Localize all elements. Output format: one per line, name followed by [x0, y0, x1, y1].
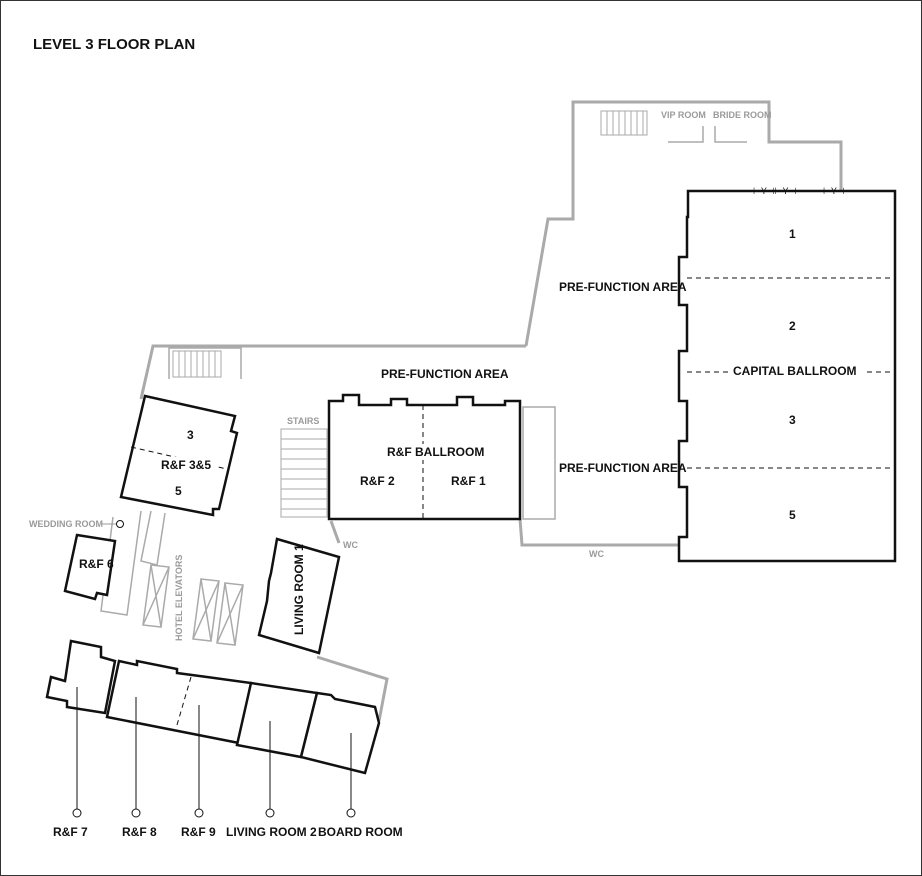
- callout-label-rf8: R&F 8: [122, 825, 157, 839]
- callout-pin-rf7: [72, 808, 82, 818]
- rf-ballroom-label-bg: [385, 444, 473, 460]
- rf35-label: R&F 3&5: [161, 458, 211, 472]
- rf2-label: R&F 2: [360, 474, 395, 488]
- svg-text:⊢Y⊣: ⊢Y⊣: [823, 186, 845, 196]
- rf1-label: R&F 1: [451, 474, 486, 488]
- capital-ballroom-label: CAPITAL BALLROOM: [733, 364, 857, 378]
- vip-room-label: VIP ROOM: [661, 110, 706, 120]
- vip-room-wall: [668, 126, 704, 143]
- rf-6-room[interactable]: [63, 533, 117, 601]
- svg-text:⊢Y⊣⊢Y⊣: ⊢Y⊣⊢Y⊣: [753, 186, 797, 196]
- callout-pin-rf8: [131, 808, 141, 818]
- wc-wall: [329, 520, 341, 544]
- wedding-room-label: WEDDING ROOM: [29, 519, 103, 529]
- callout-pin-living-room-2: [265, 808, 275, 818]
- capital-section-1: 1: [789, 227, 796, 241]
- pre-function-top-label: PRE-FUNCTION AREA: [559, 280, 687, 294]
- rf-8-9-room[interactable]: [105, 659, 253, 745]
- capital-section-2: 2: [789, 319, 796, 333]
- bride-room-label: BRIDE ROOM: [713, 110, 772, 120]
- stairs-label: STAIRS: [287, 416, 319, 426]
- corridor-top-wall: [139, 344, 526, 400]
- shaft-wall-right: [140, 510, 166, 566]
- top-stairs: [172, 350, 222, 378]
- rf35-section-5: 5: [175, 484, 182, 498]
- vip-stairs: [600, 110, 648, 136]
- lower-corridor-wall: [316, 655, 389, 722]
- capital-doors: ⊢Y⊣⊢Y⊣ ⊢Y⊣: [753, 186, 845, 196]
- rf-3-5-room[interactable]: [119, 394, 239, 517]
- wc-center-label: WC: [343, 540, 358, 550]
- capital-section-3: 3: [789, 413, 796, 427]
- plan-title: LEVEL 3 FLOOR PLAN: [33, 36, 195, 53]
- rf35-section-3: 3: [187, 428, 194, 442]
- prefunction-kiosk: [522, 406, 556, 520]
- callout-pin-rf9: [194, 808, 204, 818]
- callout-label-living-room-2: LIVING ROOM 2: [226, 825, 317, 839]
- elevator-shafts: [142, 564, 244, 646]
- pre-function-center-label: PRE-FUNCTION AREA: [381, 367, 509, 381]
- bride-room-wall: [714, 126, 747, 143]
- rf-7-room[interactable]: [45, 639, 117, 715]
- wc-right-label: WC: [589, 549, 604, 559]
- center-stairs: [280, 428, 328, 518]
- callout-label-rf7: R&F 7: [53, 825, 88, 839]
- capital-section-5: 5: [789, 508, 796, 522]
- living-room-1-label: LIVING ROOM 1: [292, 544, 306, 635]
- stair-enclosure: [168, 347, 242, 379]
- callout-label-rf9: R&F 9: [181, 825, 216, 839]
- callout-label-board-room: BOARD ROOM: [318, 825, 403, 839]
- wedding-room-pin: [116, 520, 124, 528]
- hotel-elevators-label: HOTEL ELEVATORS: [174, 555, 184, 641]
- capital-label-bg: [731, 363, 867, 379]
- callout-leaders: [72, 687, 356, 818]
- pre-function-right-label: PRE-FUNCTION AREA: [559, 461, 687, 475]
- rf-ballroom-label: R&F BALLROOM: [387, 445, 484, 459]
- corridor-bottom-wall: [518, 518, 681, 547]
- upper-corridor-wall: [524, 100, 843, 347]
- rf6-label: R&F 6: [79, 557, 114, 571]
- living-room-1[interactable]: [257, 537, 341, 655]
- rf35-label-bg: [159, 457, 217, 473]
- board-room[interactable]: [299, 691, 381, 775]
- callout-pin-board-room: [346, 808, 356, 818]
